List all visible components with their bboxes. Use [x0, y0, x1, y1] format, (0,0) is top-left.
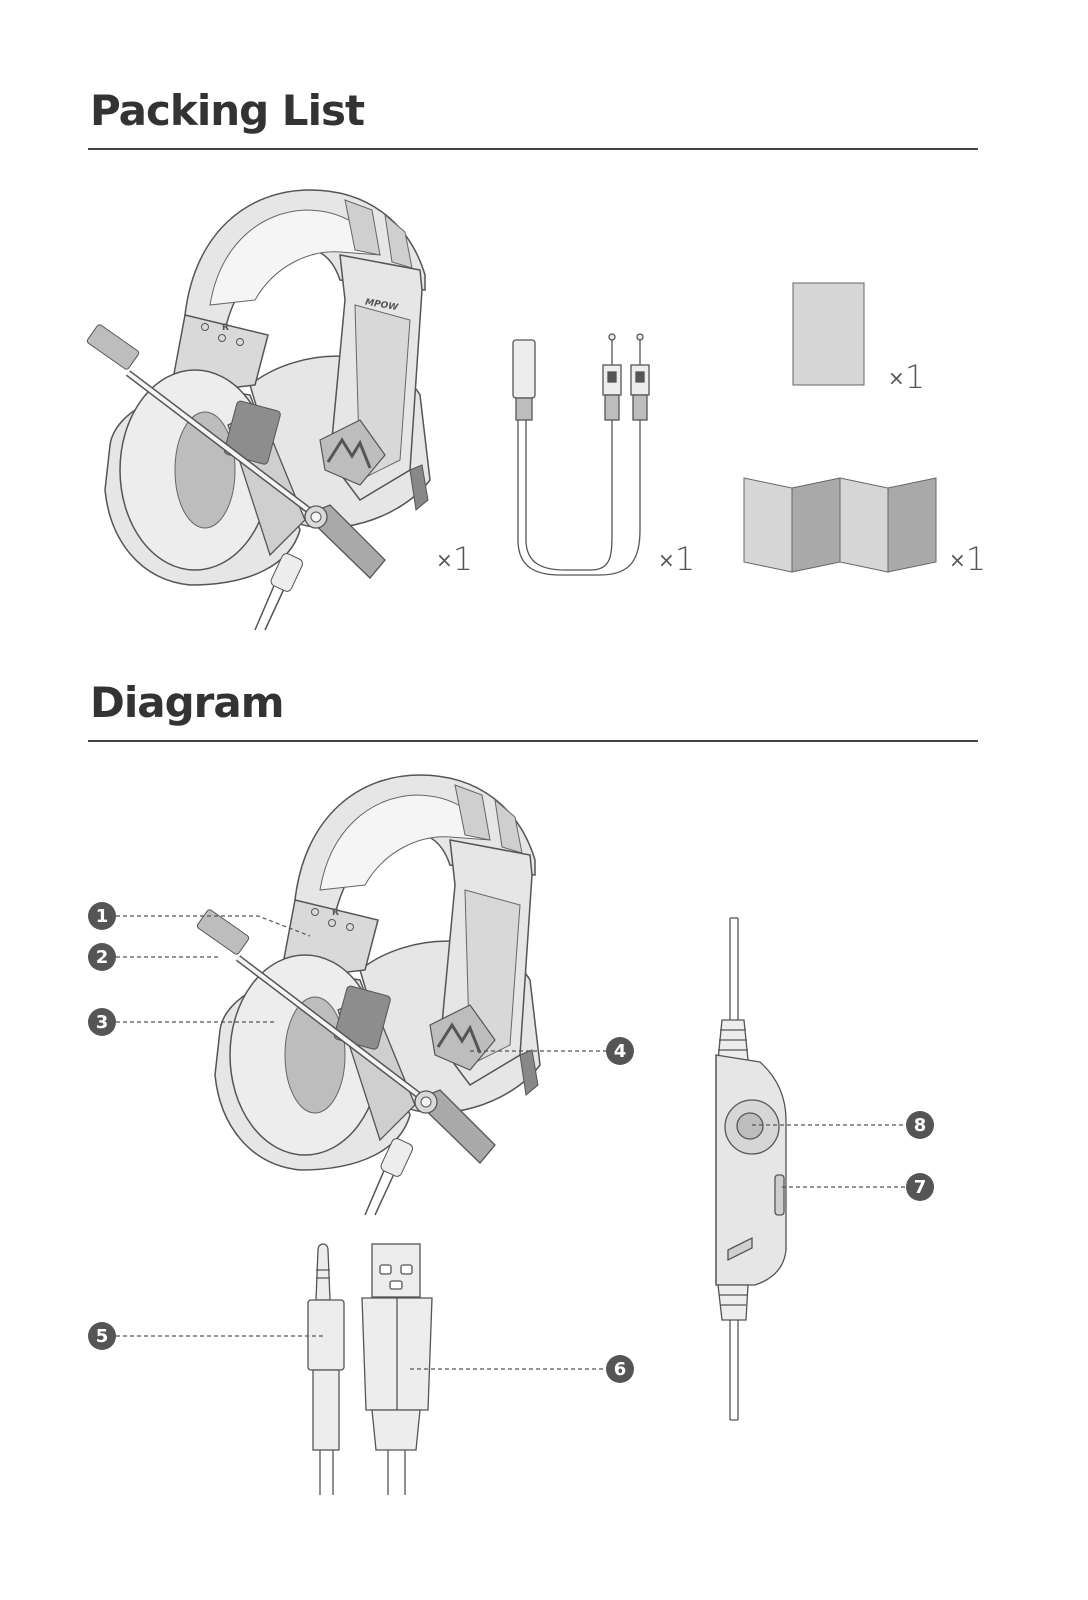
inline-remote-illustration [716, 918, 786, 1420]
splitter-cable-illustration [513, 334, 649, 575]
callout-5: 5 [88, 1322, 116, 1350]
callout-7: 7 [906, 1173, 934, 1201]
callout-2: 2 [88, 943, 116, 971]
svg-text:4: 4 [614, 1041, 627, 1062]
diagram-title: Diagram [90, 682, 283, 724]
svg-text:2: 2 [96, 947, 109, 968]
diagram-headset-illustration [196, 775, 540, 1215]
svg-text:8: 8 [914, 1115, 927, 1136]
diagram-divider [88, 740, 978, 742]
callout-4: 4 [606, 1037, 634, 1065]
callout-8: 8 [906, 1111, 934, 1139]
callout-3: 3 [88, 1008, 116, 1036]
splitter-cable-quantity: ×1 [658, 543, 695, 575]
headset-illustration [86, 190, 430, 630]
svg-text:6: 6 [614, 1359, 627, 1380]
svg-text:1: 1 [96, 906, 109, 927]
manual-illustration [744, 478, 936, 572]
usb-plug-illustration [362, 1244, 432, 1495]
svg-text:5: 5 [96, 1326, 109, 1347]
card-illustration [793, 283, 864, 385]
card-quantity: ×1 [888, 361, 925, 393]
audio-jack-illustration [308, 1244, 344, 1495]
headset-quantity: ×1 [436, 543, 473, 575]
manual-quantity: ×1 [949, 543, 986, 575]
callout-6: 6 [606, 1355, 634, 1383]
svg-text:3: 3 [96, 1012, 109, 1033]
callout-1: 1 [88, 902, 116, 930]
svg-text:7: 7 [914, 1177, 927, 1198]
